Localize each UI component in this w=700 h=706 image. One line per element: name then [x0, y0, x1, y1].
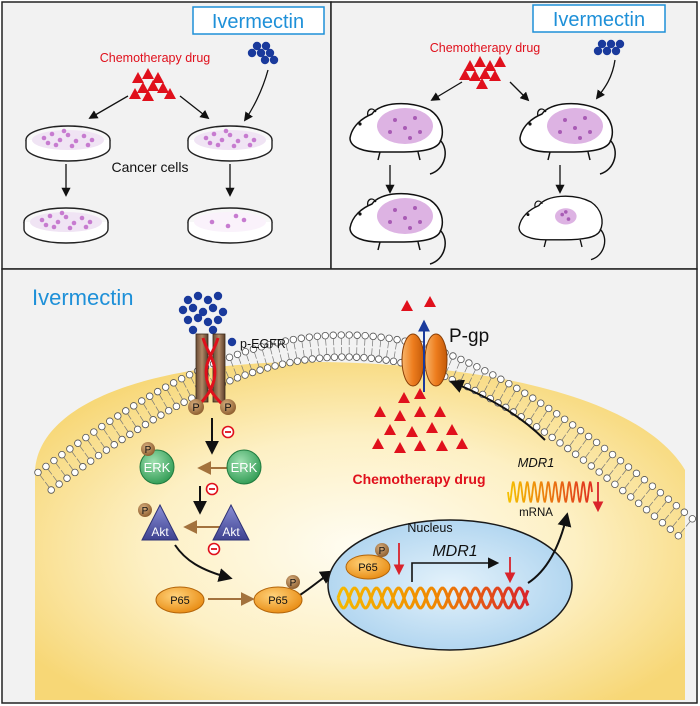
- panel-mechanism: Ivermectin p-EGFR P P: [1, 268, 698, 704]
- svg-text:P: P: [224, 402, 231, 414]
- drug-label: Chemotherapy drug: [100, 51, 211, 65]
- inhibit-icon: [221, 425, 235, 439]
- svg-text:ERK: ERK: [231, 460, 258, 475]
- panel-in-vitro: Ivermectin Chemotherapy drug: [1, 1, 332, 270]
- nucleus: Nucleus: [327, 519, 573, 651]
- drug-label: Chemotherapy drug: [430, 41, 541, 55]
- svg-text:P65: P65: [358, 562, 378, 574]
- inhibit-icon: [205, 482, 219, 496]
- receptor-label: p-EGFR: [240, 337, 286, 351]
- svg-text:Akt: Akt: [222, 525, 240, 539]
- svg-text:P: P: [290, 578, 297, 589]
- mouse-control-before: [349, 102, 446, 175]
- svg-text:P65: P65: [170, 595, 190, 607]
- mrna-label: mRNA: [519, 507, 553, 519]
- panel-title: Ivermectin: [553, 9, 645, 31]
- p-gp-transporter: [401, 333, 448, 387]
- panel-in-vivo: Ivermectin Chemotherapy drug: [330, 1, 698, 270]
- mrna-strand: [507, 481, 593, 503]
- petri-dish-treated-before: [187, 125, 273, 162]
- petri-dish-control-after: [23, 207, 109, 244]
- petri-dish-control-before: [25, 125, 111, 162]
- petri-dish-treated-after: [187, 207, 273, 244]
- panel-title: Ivermectin: [32, 285, 133, 310]
- mrna-gene-label: MDR1: [518, 455, 555, 470]
- erk-unphosphorylated: ERK: [226, 449, 262, 485]
- p65-phospho: P65 P: [253, 575, 303, 614]
- svg-text:P65: P65: [268, 595, 288, 607]
- egfr-receptor: [195, 333, 226, 406]
- inhibit-icon: [207, 542, 221, 556]
- cells-label: Cancer cells: [111, 159, 188, 175]
- akt-unphosphorylated: Akt: [212, 503, 250, 541]
- pump-label: P-gp: [449, 326, 489, 347]
- svg-text:P: P: [142, 506, 149, 517]
- receptor-phospho-left: P: [188, 399, 204, 415]
- p65-unphosphorylated: P65: [155, 586, 205, 614]
- drug-label: Chemotherapy drug: [352, 471, 485, 487]
- erk-phospho: ERK P: [139, 442, 175, 485]
- gene-label: MDR1: [432, 543, 477, 560]
- ivermectin-cluster: [593, 39, 625, 56]
- svg-text:P: P: [145, 445, 152, 456]
- transcription-arrow: [411, 557, 500, 582]
- svg-text:P: P: [379, 546, 386, 557]
- receptor-phospho-right: P: [220, 399, 236, 415]
- akt-phospho: Akt P: [138, 503, 179, 541]
- mouse-treated-before: [519, 102, 616, 175]
- panel-title: Ivermectin: [212, 11, 304, 33]
- svg-text:Nucleus: Nucleus: [407, 521, 452, 535]
- mouse-control-after: [349, 192, 446, 265]
- p65-nuclear: P65 P: [345, 543, 391, 580]
- dna-helix: [336, 586, 530, 610]
- svg-text:ERK: ERK: [144, 460, 171, 475]
- svg-text:Akt: Akt: [151, 525, 169, 539]
- svg-text:P: P: [192, 402, 199, 414]
- mouse-treated-after: [518, 195, 606, 261]
